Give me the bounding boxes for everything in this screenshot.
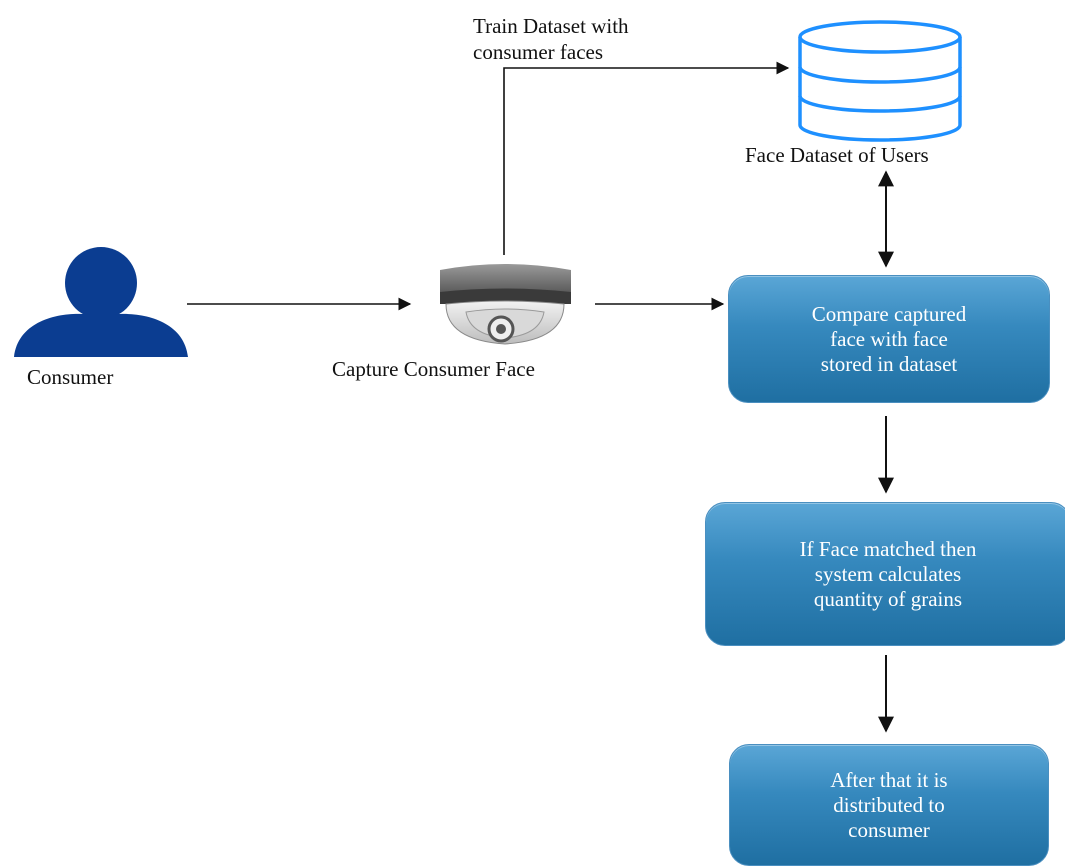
compare-box: Compare captured face with face stored i…	[728, 275, 1050, 403]
calculate-box: If Face matched then system calculates q…	[705, 502, 1065, 646]
user-icon	[14, 247, 188, 357]
train-edge-label: Train Dataset with consumer faces	[473, 13, 629, 65]
calculate-line3: quantity of grains	[813, 586, 963, 611]
compare-line1: Compare captured	[811, 301, 967, 326]
compare-line3: stored in dataset	[820, 351, 958, 376]
calculate-line1: If Face matched then	[799, 536, 977, 561]
dataset-label: Face Dataset of Users	[745, 143, 929, 167]
database-icon	[798, 20, 962, 142]
distribute-line3: consumer	[848, 817, 930, 842]
camera-label: Capture Consumer Face	[332, 357, 535, 381]
edge-camera-to-dataset	[503, 61, 790, 255]
dome-camera-icon	[440, 264, 571, 345]
consumer-label: Consumer	[27, 365, 114, 389]
distribute-line1: After that it is	[830, 767, 948, 792]
calculate-line2: system calculates	[814, 561, 962, 586]
compare-line2: face with face	[830, 326, 948, 351]
train-edge-label-line1: Train Dataset with	[473, 14, 629, 38]
distribute-box: After that it is distributed to consumer	[729, 744, 1049, 866]
train-edge-label-line2: consumer faces	[473, 40, 604, 64]
distribute-line2: distributed to	[833, 792, 945, 817]
